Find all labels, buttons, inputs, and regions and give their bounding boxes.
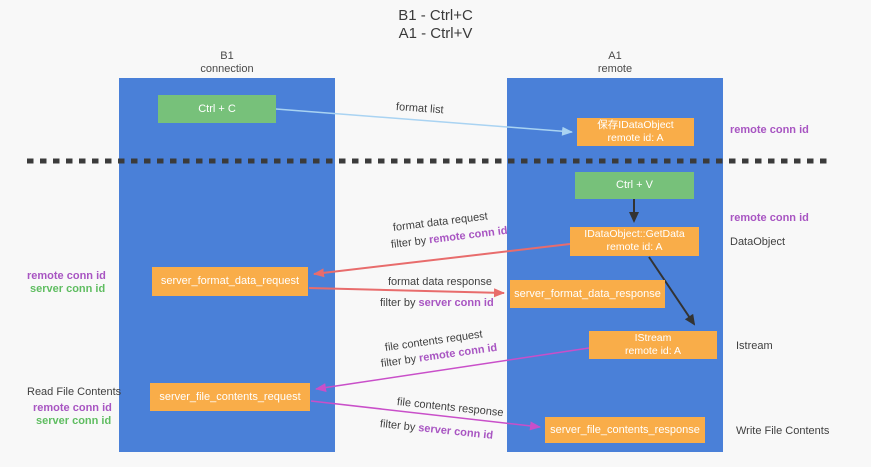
node-server-file-contents-request-label: server_file_contents_request [159, 391, 301, 403]
node-save-dataobject-line2: remote id: A [607, 132, 664, 144]
lifeline-a1-subtitle: remote [597, 63, 633, 75]
label-format-response-filter-prefix: filter by [380, 297, 416, 309]
lifeline-a1-name: A1 [608, 50, 622, 62]
label-format-data-response: format data response [388, 276, 492, 288]
format-list-arrow [275, 108, 573, 136]
title-line-1: B1 - Ctrl+C [398, 7, 473, 24]
format-data-response-arrow [308, 287, 505, 298]
node-istream-line1: IStream [634, 332, 672, 344]
file-contents-request-arrow [315, 347, 590, 392]
annotation-remote-conn-id-mid: remote conn id [730, 212, 809, 224]
node-istream: IStream remote id: A [589, 331, 717, 359]
node-save-dataobject: 保存IDataObject remote id: A [577, 118, 694, 146]
getdata-to-istream-arrow [648, 256, 696, 326]
node-getdata: IDataObject::GetData remote id: A [570, 227, 699, 256]
lifeline-b1-name: B1 [220, 50, 234, 62]
format-data-request-arrow [313, 243, 571, 278]
annotation-format-server-conn-id: server conn id [30, 283, 106, 295]
lifeline-b1-subtitle: connection [200, 63, 254, 75]
node-server-file-contents-request: server_file_contents_request [150, 383, 310, 411]
lifeline-header-b1: B1 connection [119, 50, 335, 76]
annotation-dataobject: DataObject [730, 236, 786, 248]
node-server-format-data-response: server_format_data_response [510, 280, 665, 308]
node-istream-line2: remote id: A [624, 345, 682, 357]
node-server-format-data-request: server_format_data_request [152, 267, 308, 296]
node-server-file-contents-response-label: server_file_contents_response [550, 424, 700, 436]
annotation-remote-conn-id-top: remote conn id [730, 124, 809, 136]
node-ctrl-v: Ctrl + V [575, 172, 694, 199]
annotation-read-file-contents: Read File Contents [27, 386, 122, 398]
node-server-format-data-response-label: server_format_data_response [514, 288, 661, 300]
node-server-format-data-request-label: server_format_data_request [160, 275, 300, 287]
node-ctrl-v-label: Ctrl + V [616, 179, 653, 191]
diagram-title: B1 - Ctrl+C A1 - Ctrl+V [0, 7, 871, 43]
annotation-file-server-conn-id: server conn id [36, 415, 112, 427]
node-ctrl-c: Ctrl + C [158, 95, 276, 123]
annotation-format-remote-conn-id: remote conn id [27, 270, 106, 282]
annotation-istream: Istream [736, 340, 773, 352]
title-line-2: A1 - Ctrl+V [398, 25, 473, 42]
label-format-response-filter-key: server conn id [418, 297, 494, 309]
node-getdata-line1: IDataObject::GetData [584, 228, 685, 240]
node-ctrl-c-label: Ctrl + C [198, 103, 236, 115]
lifeline-header-a1: A1 remote [507, 50, 723, 76]
file-contents-response-arrow [310, 400, 541, 431]
node-getdata-line2: remote id: A [606, 241, 663, 253]
node-server-file-contents-response: server_file_contents_response [545, 417, 705, 443]
node-save-dataobject-line1: 保存IDataObject [597, 119, 674, 131]
annotation-write-file-contents: Write File Contents [736, 425, 830, 437]
annotation-file-remote-conn-id: remote conn id [33, 402, 112, 414]
